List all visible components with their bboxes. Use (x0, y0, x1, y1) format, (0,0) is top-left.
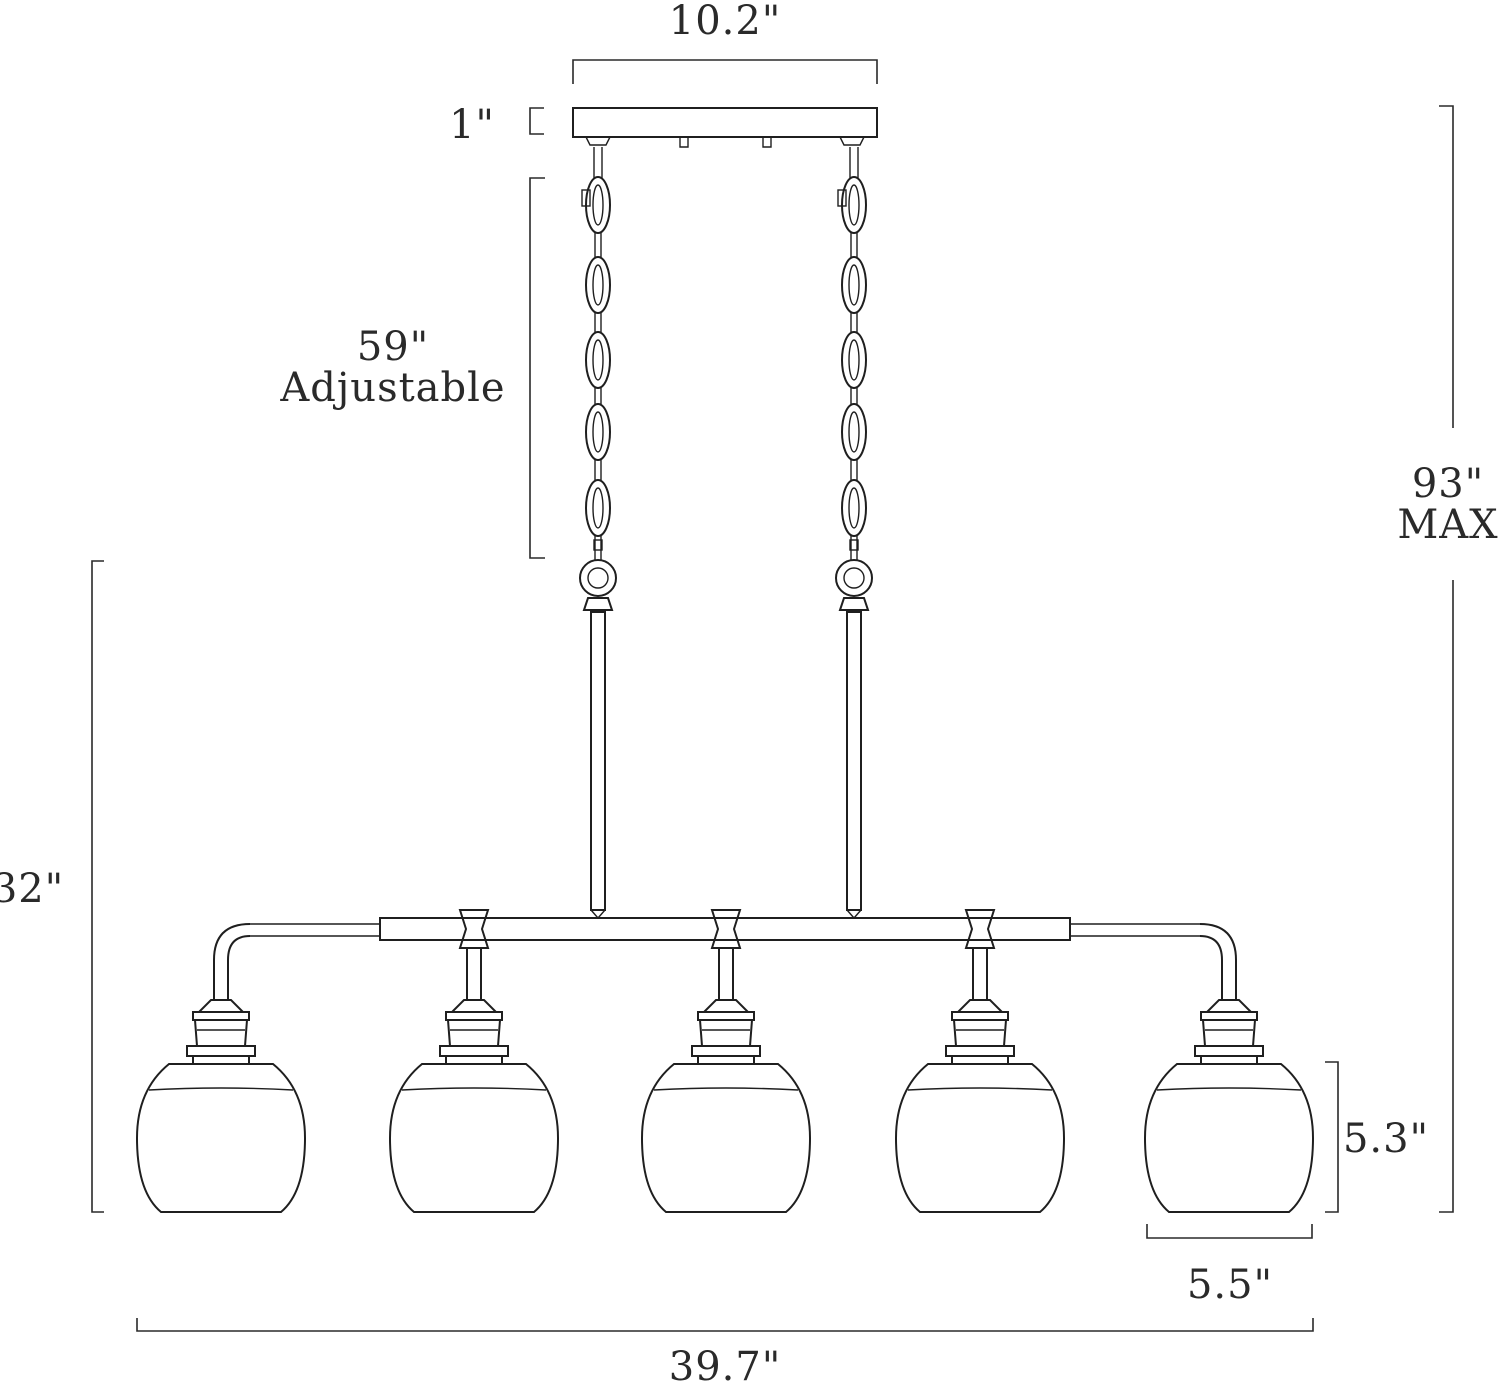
lamp-head (894, 999, 1066, 1213)
chain-length-bracket (529, 177, 545, 559)
downrod-right (835, 559, 873, 920)
overall-width-label: 39.7" (669, 1344, 781, 1388)
glass-shade (1143, 1063, 1315, 1213)
chain-link (841, 403, 867, 461)
chain-link (841, 479, 867, 537)
glass-shade (894, 1063, 1066, 1213)
canopy-height-label: 1" (449, 102, 495, 148)
lamp-head (640, 999, 812, 1213)
chain-right (837, 147, 867, 560)
canopy-width-bracket (572, 59, 878, 84)
chain-link (585, 256, 611, 314)
main-bar (213, 909, 1237, 1000)
downrod-left (579, 559, 617, 920)
shade-width-label: 5.5" (1187, 1262, 1273, 1308)
chain-link (585, 403, 611, 461)
glass-shade (640, 1063, 812, 1213)
lamp-heads (135, 999, 1315, 1213)
shade-height-label: 5.3" (1343, 1116, 1429, 1162)
glass-shade (135, 1063, 307, 1213)
shade-width-bracket (1146, 1224, 1313, 1239)
chains (581, 147, 867, 560)
chain-link (841, 331, 867, 389)
body-height-label: 32" (0, 866, 64, 912)
shade-height-bracket (1325, 1061, 1339, 1213)
canopy (572, 107, 878, 148)
chain-link (585, 479, 611, 537)
max-height-note-label: MAX (1397, 502, 1498, 548)
lamp-head (135, 999, 307, 1213)
overall-width-bracket (136, 1318, 1314, 1332)
chain-link (841, 256, 867, 314)
chain-link (841, 176, 867, 234)
lamp-head (388, 999, 560, 1213)
chain-note-label: Adjustable (279, 365, 505, 411)
chain-link (585, 331, 611, 389)
canopy-height-bracket (529, 107, 544, 135)
body-height-bracket (91, 560, 104, 1213)
chain-left (581, 147, 611, 560)
max-height-label: 93" (1412, 461, 1484, 507)
chain-length-label: 59" (357, 324, 429, 370)
chain-link (585, 176, 611, 234)
canopy-width-label: 10.2" (669, 0, 781, 44)
lamp-head (1143, 999, 1315, 1213)
glass-shade (388, 1063, 560, 1213)
max-height-bracket (1439, 105, 1454, 1213)
